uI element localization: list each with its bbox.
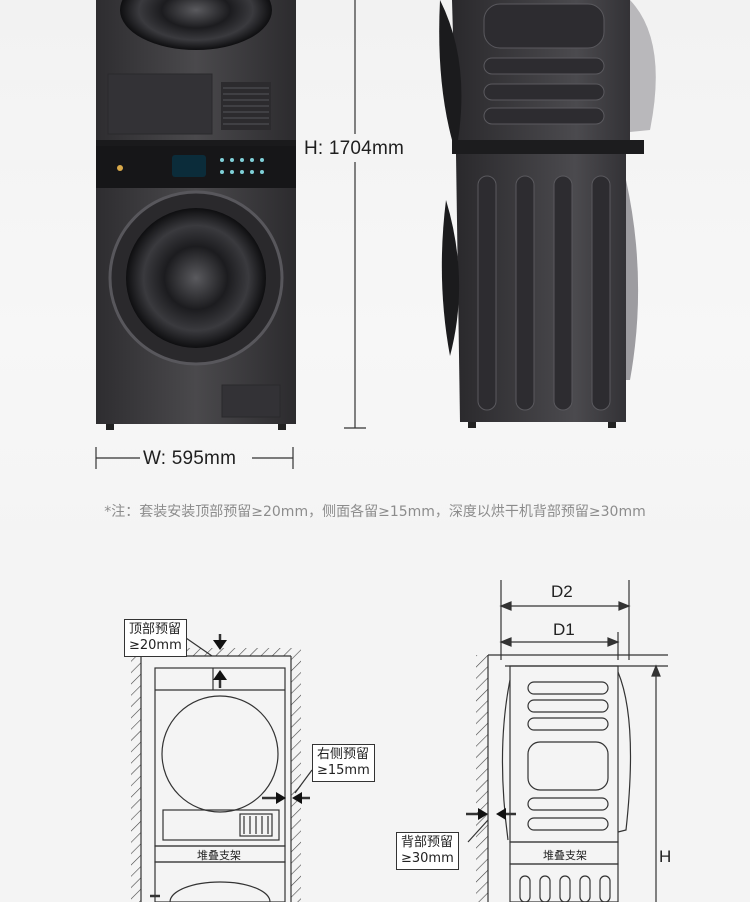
front-right-foot [278, 424, 286, 430]
back-clearance-callout: 背部预留 ≥30mm [396, 832, 459, 870]
display-screen [172, 155, 206, 177]
back-clearance-title: 背部预留 [401, 835, 454, 850]
d1-label: D1 [553, 620, 575, 639]
front-view-machines [96, 0, 296, 430]
side-rack-label: 堆叠支架 [543, 849, 587, 862]
washer-filter-cover [221, 384, 281, 418]
d2-label: D2 [551, 582, 573, 601]
washer-side-rib-2 [515, 175, 535, 411]
top-clearance-callout: 顶部预留 ≥20mm [124, 619, 187, 657]
washer-side-body [456, 154, 626, 422]
back-clearance-value: ≥30mm [401, 851, 454, 866]
h-label: H [659, 847, 672, 866]
washer-back-hose [626, 180, 639, 380]
dryer-side-rib-1 [483, 57, 605, 75]
front-installation-diagram [131, 634, 313, 902]
front-left-foot [106, 424, 114, 430]
side-clearance-callout: 右侧预留 ≥15mm [312, 744, 375, 782]
dryer-side-panel-1 [483, 3, 605, 49]
brand-logo-icon [117, 165, 123, 171]
side-stacking-rack [452, 140, 644, 154]
width-dimension-line [95, 447, 294, 469]
stacking-rack-band [96, 140, 296, 146]
side-installation-diagram [466, 580, 668, 902]
dryer-vent-grille [221, 82, 271, 130]
washer-side-door [441, 200, 460, 356]
front-rack-label: 堆叠支架 [197, 849, 241, 862]
washer-side-rib-1 [477, 175, 497, 411]
panel-buttons [220, 158, 264, 174]
installation-note: *注：套装安装顶部预留≥20mm，侧面各留≥15mm，深度以烘干机背部预留≥30… [104, 504, 646, 520]
height-dimension-line [344, 0, 366, 429]
width-dimension-label: W: 595mm [143, 448, 237, 469]
dryer-side-rib-3 [483, 107, 605, 125]
side-back-foot [608, 422, 616, 428]
height-dimension-label: H: 1704mm [304, 138, 405, 159]
dryer-side-rib-2 [483, 83, 605, 101]
dryer-back-cover [630, 0, 656, 132]
side-clearance-title: 右侧预留 [317, 747, 370, 762]
dryer-side-door [439, 0, 462, 140]
dryer-door [120, 0, 272, 50]
side-clearance-value: ≥15mm [317, 763, 370, 778]
washer-side-rib-3 [553, 175, 573, 411]
dryer-filter-panel [107, 73, 213, 135]
side-front-foot [468, 422, 476, 428]
top-clearance-value: ≥20mm [129, 638, 182, 653]
washer-door-glass [126, 208, 266, 348]
side-view-machines [439, 0, 656, 428]
top-clearance-title: 顶部预留 [129, 622, 182, 637]
washer-side-rib-4 [591, 175, 611, 411]
